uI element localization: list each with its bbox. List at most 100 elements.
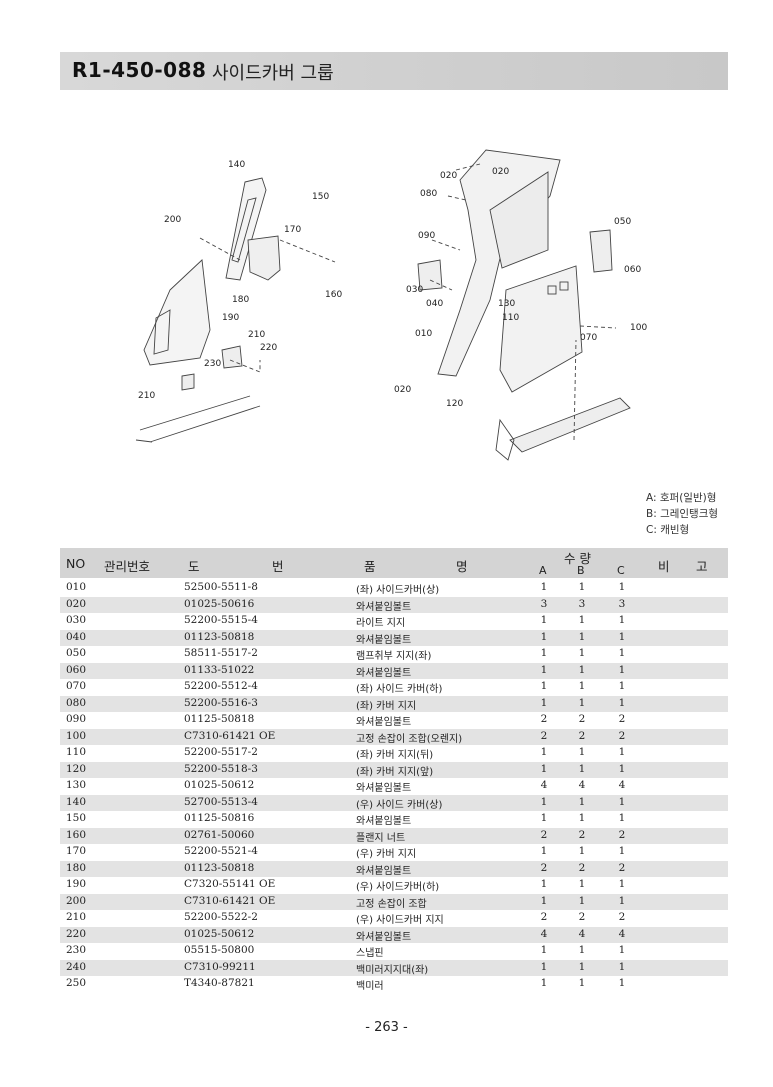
qty-c: 1 [618,894,626,907]
callout-label: 190 [222,313,239,323]
part-name: (우) 사이드카버 지지 [356,915,444,926]
qty-a: 4 [540,779,548,791]
qty-a: 1 [540,647,548,659]
legend-item: B: 그레인탱크형 [646,508,719,520]
part-name: 와셔붙임볼트 [356,667,412,679]
qty-b: 1 [578,663,586,676]
drawing-number: 52200-5521-4 [184,845,258,857]
drawing-number: 01025-50616 [184,597,255,610]
qty-b: 1 [578,680,586,692]
part-name: (우) 사이드카버(하) [356,882,440,893]
qty-c: 4 [618,779,626,791]
drawing-number: 01123-50818 [184,630,255,643]
qty-a: 1 [540,878,548,890]
drawing-number: 52200-5515-4 [184,614,258,626]
part-name: 스냅핀 [356,948,384,959]
qty-a: 2 [540,911,548,923]
callout-label: 080 [420,189,437,199]
drawing-number: C7310-61421 OE [184,894,276,907]
qty-a: 2 [540,828,548,841]
qty-a: 1 [540,944,548,956]
callout-label: 200 [164,215,181,225]
col-no-header: NO [66,556,86,571]
part-name: 백미러 [356,981,384,992]
qty-c: 1 [618,696,626,709]
qty-a: 1 [540,977,548,989]
group-name: 사이드카버 그룹 [212,63,334,84]
part-name: (좌) 카버 지지(뒤) [356,750,434,761]
qty-c: 1 [618,663,626,676]
exploded-parts-diagram: 140 150 200 170 180 160 190 210 220 230 … [135,149,647,461]
part-name: 고정 손잡이 조합(오렌지) [356,733,463,745]
qty-c: 1 [618,845,626,857]
callout-label: 070 [580,333,597,343]
col-qty-header: 수 량 [564,551,591,566]
part-no: 230 [66,944,87,956]
drawing-number: 05515-50800 [184,944,255,956]
callout-label: 020 [394,385,411,395]
col-dwg-header-1: 도 [188,559,200,574]
qty-c: 1 [618,878,626,890]
part-name: (좌) 사이드 카버(하) [356,684,443,695]
drawing-number: 01025-50612 [184,779,255,791]
qty-c: 1 [618,614,626,626]
qty-b: 2 [578,861,586,874]
drawing-number: 52200-5516-3 [184,696,258,709]
qty-b: 1 [578,944,586,956]
drawing-number: 52200-5518-3 [184,762,258,775]
drawing-number: 01025-50612 [184,927,255,940]
callout-label: 120 [446,399,463,409]
part-no: 160 [66,828,87,841]
part-name: (좌) 카버 지지(앞) [356,766,434,778]
part-name: 백미러지지대(좌) [356,964,429,976]
qty-a: 1 [540,696,548,709]
qty-b: 1 [578,647,586,659]
qty-a: 1 [540,762,548,775]
title-bar: R1-450-088 사이드카버 그룹 [60,52,728,90]
drawing-number: 01125-50816 [184,812,255,824]
part-name: 와셔붙임볼트 [356,816,412,827]
qty-a: 2 [540,861,548,874]
callout-label: 140 [228,160,245,170]
qty-b: 1 [578,746,586,758]
part-name: (우) 사이드 카버(상) [356,799,443,811]
part-no: 200 [66,894,87,907]
qty-a: 3 [540,597,548,610]
part-070-shape [499,265,583,393]
qty-b: 1 [578,795,586,808]
part-name: (좌) 카버 지지 [356,700,417,712]
callout-label: 230 [204,359,221,369]
part-no: 120 [66,762,87,775]
qty-c: 1 [618,746,626,758]
part-no: 090 [66,713,87,725]
part-no: 060 [66,663,87,676]
qty-b: 1 [578,630,586,643]
col-name-header-1: 품 [364,559,376,574]
qty-b: 1 [578,845,586,857]
qty-c: 1 [618,812,626,824]
drawing-number: 52200-5517-2 [184,746,258,758]
callout-label: 210 [248,330,265,340]
part-name: 플랜지 너트 [356,832,406,844]
qty-a: 1 [540,630,548,643]
part-name: (좌) 사이드카버(상) [356,585,440,596]
qty-b: 4 [578,927,586,940]
callout-label: 060 [624,265,641,275]
callout-label: 220 [260,343,277,353]
part-name: 와셔붙임볼트 [356,601,412,613]
variant-legend: A: 호퍼(일반)형 B: 그레인탱크형 C: 캐빈형 [646,490,718,538]
group-code: R1-450-088 [72,58,207,82]
part-no: 170 [66,845,87,857]
qty-b: 2 [578,713,586,725]
part-no: 210 [66,911,87,923]
